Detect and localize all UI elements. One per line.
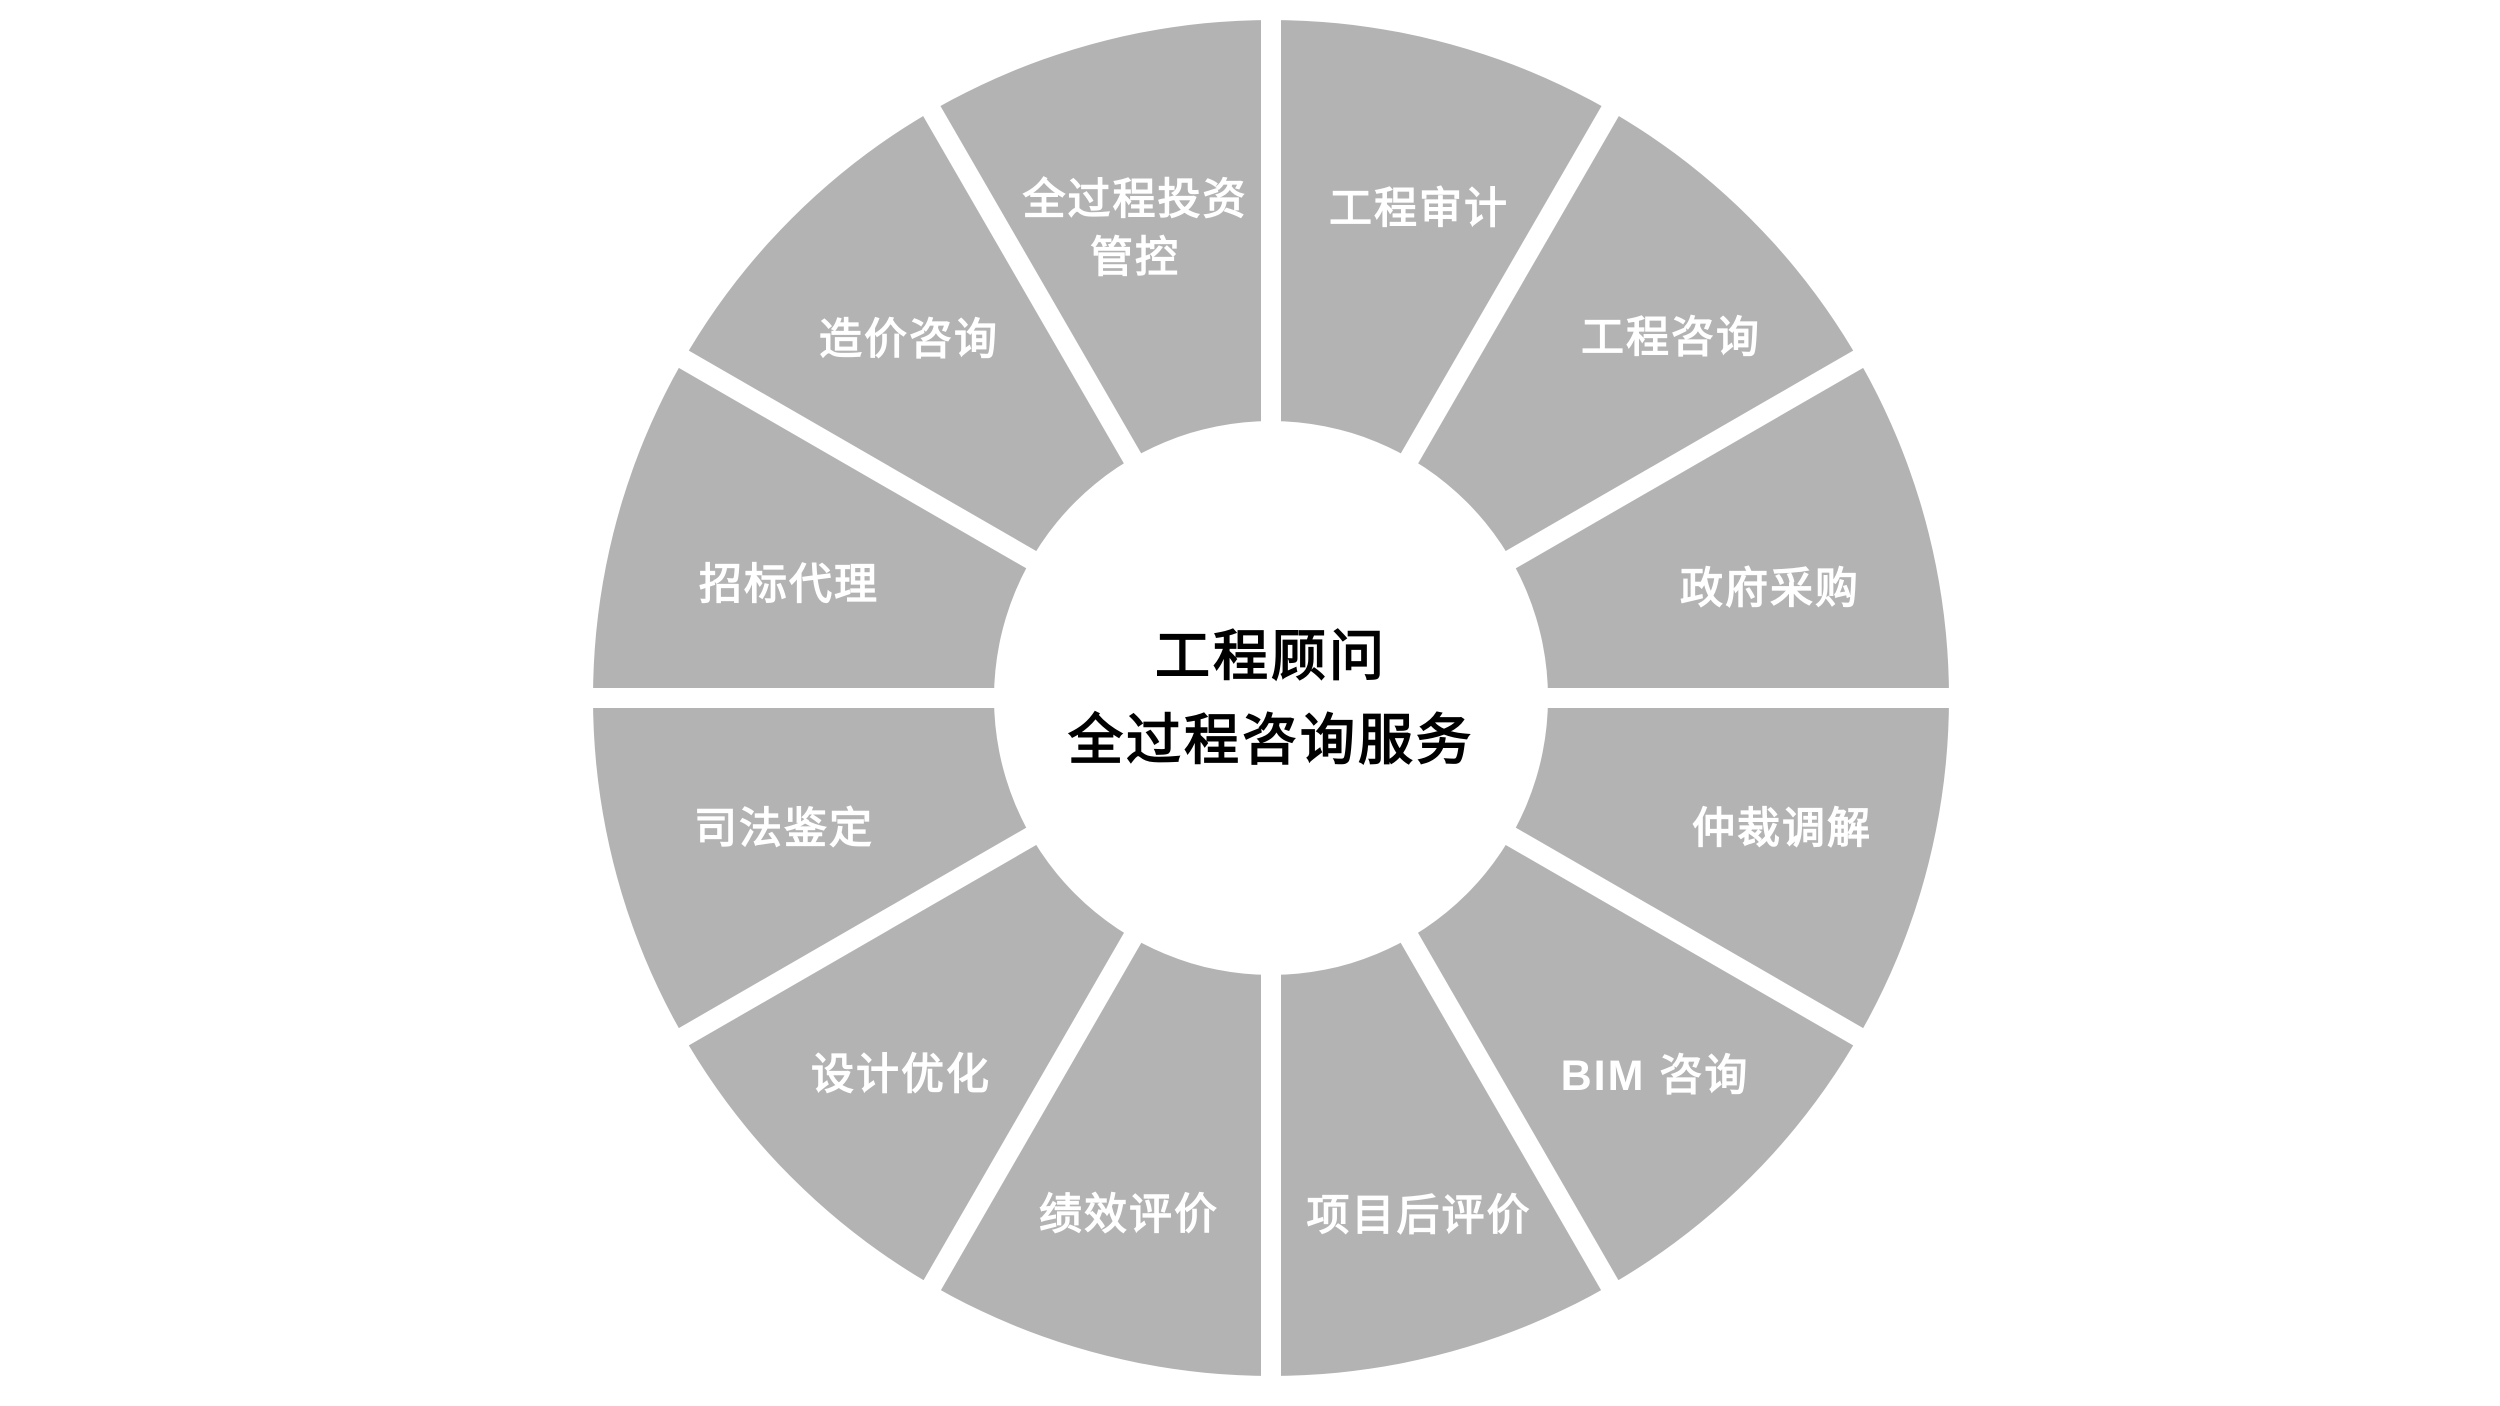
- segment-label-consulting: 工程咨询: [1581, 314, 1761, 362]
- segment-label-cost-consulting: 造价咨询: [819, 316, 999, 364]
- segment-label-bim: BIM 咨询: [1561, 1052, 1750, 1100]
- segment-label-investment-control-line1: 全过程投资: [1022, 175, 1248, 224]
- segment-label-post-evaluation: 项目后评价: [1307, 1192, 1532, 1240]
- segment-label-performance: 绩效评价: [1039, 1191, 1219, 1239]
- segment-label-judicial: 司法鉴定: [694, 805, 874, 853]
- segment-label-arbitration: 仲裁调解: [1692, 805, 1872, 853]
- segment-label-audit: 工程审计: [1329, 185, 1509, 233]
- center-title-line1: 工程顾问: [1155, 625, 1387, 687]
- segment-label-investment-control-line2: 管控: [1090, 234, 1180, 282]
- center-title-line2: 全过程咨询服务: [1067, 709, 1474, 771]
- segment-label-design-opt: 设计优化: [811, 1051, 991, 1099]
- center-circle: [994, 421, 1548, 975]
- segment-label-bidding-agency: 招标代理: [699, 561, 879, 609]
- segment-label-gov-procurement: 政府采购: [1680, 565, 1860, 613]
